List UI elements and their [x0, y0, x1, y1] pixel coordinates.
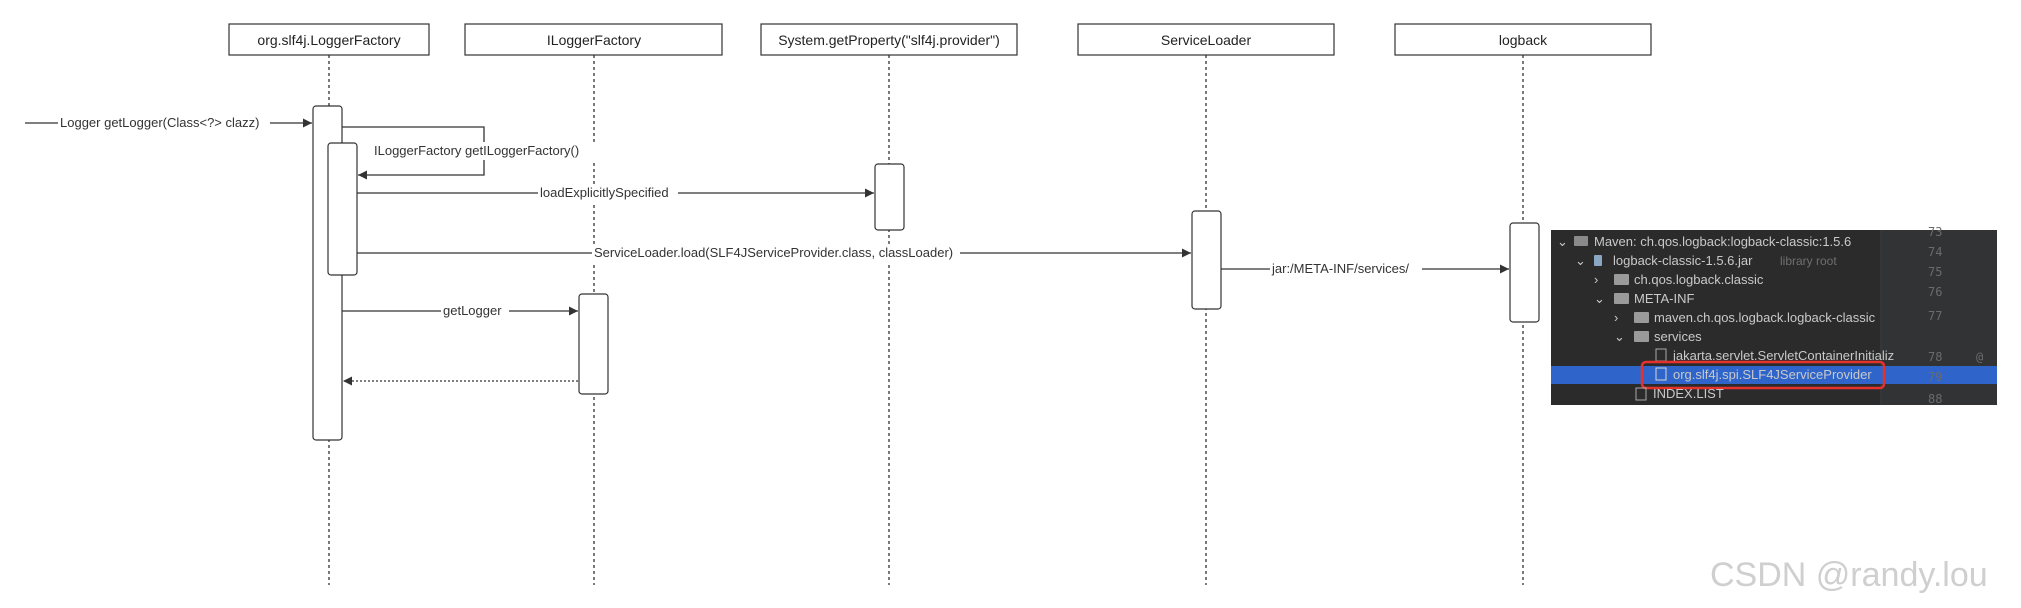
participant-label: System.getProperty("slf4j.provider")	[778, 32, 1000, 48]
line-number: 78	[1928, 350, 1942, 364]
folder-icon	[1634, 331, 1649, 342]
chevron-right-icon[interactable]: ›	[1594, 272, 1598, 287]
participant-system-getproperty: System.getProperty("slf4j.provider")	[760, 23, 1018, 56]
activation-iloggerfactory	[578, 293, 609, 395]
tree-item-jar-suffix: library root	[1780, 254, 1837, 268]
activation-system-getproperty	[874, 163, 905, 231]
participant-serviceloader: ServiceLoader	[1077, 23, 1335, 56]
chevron-down-icon[interactable]: ⌄	[1594, 291, 1605, 306]
line-number: 75	[1928, 265, 1942, 279]
highlight-box	[1640, 360, 1886, 390]
file-icon	[1655, 367, 1667, 381]
message-get-logger-label: getLogger	[443, 303, 502, 318]
line-number: 77	[1928, 309, 1942, 323]
tree-item-maven[interactable]: Maven: ch.qos.logback:logback-classic:1.…	[1594, 234, 1851, 249]
chevron-down-icon[interactable]: ⌄	[1614, 329, 1625, 344]
participant-logback: logback	[1394, 23, 1652, 56]
folder-icon	[1634, 312, 1649, 323]
participant-label: logback	[1499, 32, 1548, 48]
line-number: 79	[1928, 370, 1942, 384]
message-service-load-label: ServiceLoader.load(SLF4JServiceProvider.…	[594, 245, 953, 260]
gutter-at-icon: @	[1976, 350, 1983, 364]
ide-project-tree: ⌄ Maven: ch.qos.logback:logback-classic:…	[1551, 225, 1997, 406]
message-self-call-label: ILoggerFactory getILoggerFactory()	[374, 143, 579, 158]
tree-item-maven-folder[interactable]: maven.ch.qos.logback.logback-classic	[1654, 310, 1876, 325]
line-number: 88	[1928, 392, 1942, 406]
message-load-explicit-label: loadExplicitlySpecified	[540, 185, 669, 200]
activation-nested-loggerfactory	[327, 142, 358, 276]
tree-item-meta-inf[interactable]: META-INF	[1634, 291, 1694, 306]
activation-logback	[1509, 222, 1540, 323]
message-jar-path-label: jar:/META-INF/services/	[1271, 261, 1409, 276]
participant-label: ILoggerFactory	[547, 32, 641, 48]
tree-item-jar[interactable]: logback-classic-1.5.6.jar	[1613, 253, 1753, 268]
participant-label: org.slf4j.LoggerFactory	[257, 32, 400, 48]
file-icon	[1635, 387, 1647, 401]
chevron-right-icon[interactable]: ›	[1614, 310, 1618, 325]
participant-label: ServiceLoader	[1161, 32, 1252, 48]
jar-icon	[1594, 255, 1602, 266]
chevron-down-icon[interactable]: ⌄	[1557, 234, 1568, 249]
tree-item-slf4j-provider[interactable]: org.slf4j.spi.SLF4JServiceProvider	[1673, 367, 1872, 382]
tree-item-index-list[interactable]: INDEX.LIST	[1653, 386, 1724, 401]
chevron-down-icon[interactable]: ⌄	[1575, 253, 1586, 268]
watermark: CSDN @randy.lou	[1710, 556, 1988, 594]
line-number: 74	[1928, 245, 1942, 259]
tree-item-jakarta[interactable]: jakarta.servlet.ServletContainerInitiali…	[1672, 348, 1894, 363]
participant-loggerfactory: org.slf4j.LoggerFactory	[228, 23, 430, 56]
message-entry-label: Logger getLogger(Class<?> clazz)	[60, 115, 259, 130]
folder-icon	[1614, 293, 1629, 304]
participant-iloggerfactory: ILoggerFactory	[464, 23, 723, 56]
line-number: 73	[1928, 225, 1942, 239]
folder-icon	[1614, 274, 1629, 285]
tree-item-services[interactable]: services	[1654, 329, 1702, 344]
tree-item-package[interactable]: ch.qos.logback.classic	[1634, 272, 1764, 287]
library-icon	[1574, 236, 1588, 246]
line-number: 76	[1928, 285, 1942, 299]
activation-serviceloader	[1191, 210, 1222, 310]
